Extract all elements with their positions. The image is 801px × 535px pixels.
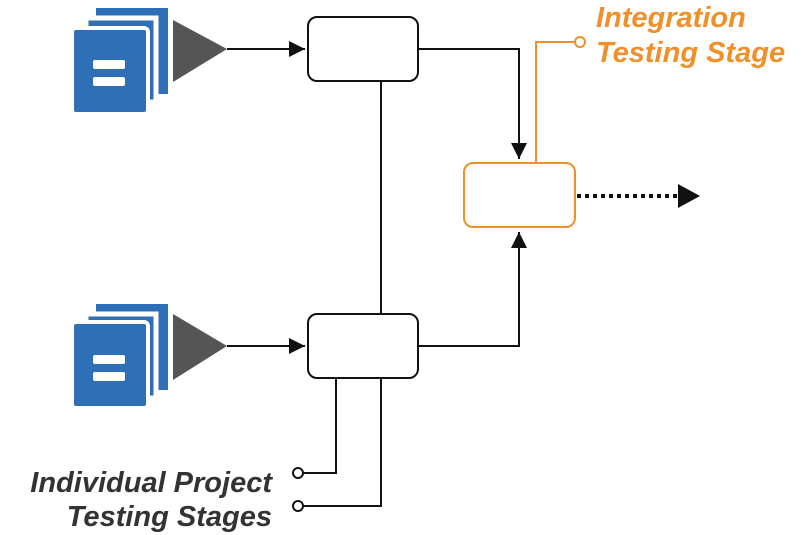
integration-label-line-2: Testing Stage	[596, 37, 785, 69]
output-arrow-icon	[678, 184, 700, 208]
bottom-documents-icon	[70, 304, 227, 410]
integration-stage-box	[463, 162, 576, 228]
individual-callout-line-2	[303, 378, 382, 507]
individual-callout-dot-1	[292, 467, 304, 479]
individual-label-line-2: Testing Stages	[67, 501, 272, 533]
top-documents-icon	[70, 8, 227, 116]
integration-callout-line	[535, 41, 575, 163]
individual-callout-dot-2	[292, 500, 304, 512]
bottom-stage-box	[307, 313, 419, 379]
integration-callout-dot	[574, 36, 586, 48]
top-to-integration-arrow	[418, 48, 527, 159]
bottom-to-integration-arrow	[418, 232, 527, 347]
top-stage-box	[307, 16, 419, 82]
individual-label-line-1: Individual Project	[30, 467, 273, 499]
individual-callout-line-1	[303, 378, 337, 474]
integration-label-line-1: Integration	[596, 2, 746, 34]
